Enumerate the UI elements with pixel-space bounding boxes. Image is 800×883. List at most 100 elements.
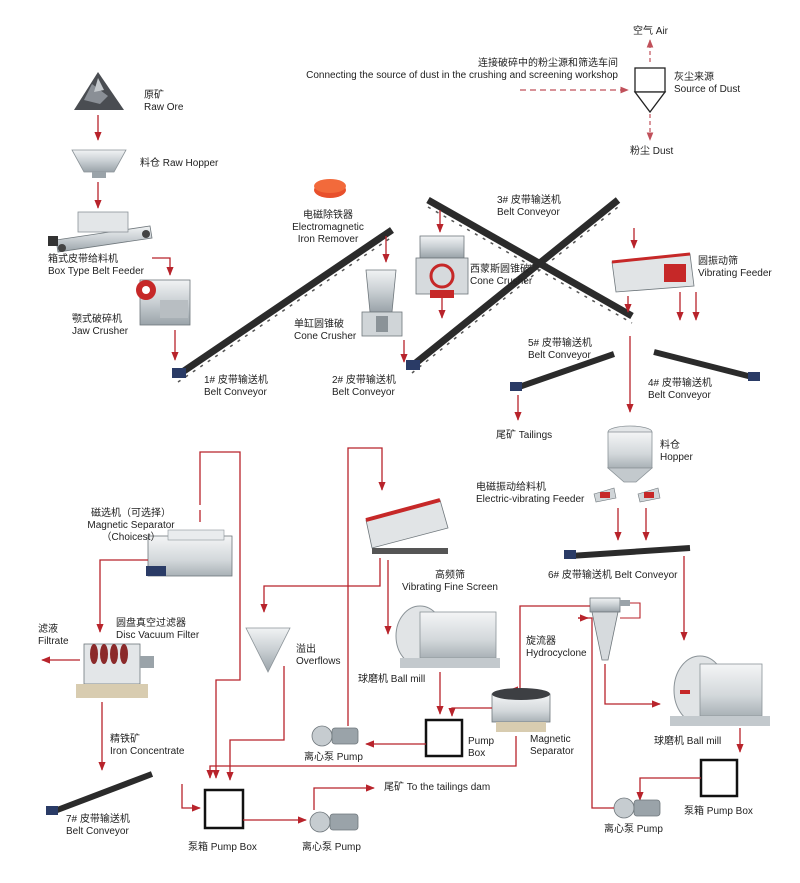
pump-box-small-2: Box: [468, 748, 486, 759]
cone-crusher-1-label: 单缸圆锥破 Cone Crusher: [294, 319, 356, 343]
cone-crusher-2-en: Cone Crusher: [470, 276, 533, 287]
filtrate-label: 滤液 Filtrate: [38, 624, 69, 648]
dust-source-label: 连接破碎中的粉尘源和筛选车间 Connecting the source of …: [300, 58, 618, 82]
conveyor-3-en: Belt Conveyor: [497, 207, 560, 218]
pump-2-icon: [309, 811, 359, 833]
hydrocyclone-label: 旋流器 Hydrocyclone: [526, 636, 587, 660]
raw-ore-en: Raw Ore: [144, 102, 184, 113]
dust-source-en: Connecting the source of dust in the cru…: [306, 70, 618, 81]
filtrate-en: Filtrate: [38, 636, 69, 647]
fine-screen-en: Vibrating Fine Screen: [402, 582, 498, 593]
source-of-dust-en: Source of Dust: [674, 84, 741, 95]
iron-remover-icon: [314, 179, 346, 198]
pump-1-icon: [311, 725, 359, 747]
magnetic-separator-1-note: （Choicest）: [101, 532, 161, 543]
hopper-label: 料仓 Hopper: [660, 440, 693, 464]
belt-conveyor-5: [510, 351, 615, 391]
box-feeder-cn: 箱式皮带给料机: [48, 254, 118, 265]
raw-ore-cn: 原矿: [144, 90, 164, 101]
hydrocyclone-cn: 旋流器: [526, 636, 556, 647]
ev-feeder-cn: 电磁振动给料机: [476, 482, 546, 493]
conveyor-7-label: 7# 皮带输送机 Belt Conveyor: [66, 814, 130, 838]
tailings-dam-label: 尾矿 To the tailings dam: [384, 782, 491, 793]
hopper-cn: 料仓: [660, 440, 680, 451]
conveyor-3-label: 3# 皮带输送机 Belt Conveyor: [497, 195, 561, 219]
pump-box-bottom-icon: [203, 788, 245, 830]
iron-remover-cn: 电磁除铁器: [303, 210, 353, 221]
source-of-dust-label: 灰尘来源 Source of Dust: [674, 72, 740, 96]
belt-conveyor-1: [172, 227, 394, 383]
iron-concentrate-en: Iron Concentrate: [110, 746, 185, 757]
ball-mill-2-label: 球磨机 Ball mill: [654, 736, 722, 747]
belt-conveyor-6: [564, 545, 691, 559]
filtrate-cn: 滤液: [38, 624, 58, 635]
vibrating-screen-en: Vibrating Feeder: [698, 268, 772, 279]
source-of-dust-cn: 灰尘来源: [674, 72, 714, 83]
pump-box-small-label: Pump Box: [468, 736, 494, 760]
cone-crusher-2-label: 西蒙斯圆锥破 Cone Crusher: [470, 264, 532, 288]
fine-hopper-icon: [606, 425, 654, 483]
belt-feeder-icon: [48, 211, 153, 253]
raw-ore-label: 原矿 Raw Ore: [144, 90, 183, 114]
magnetic-separator-1-cn: 磁选机（可选择）: [91, 508, 171, 519]
vibrating-screen-cn: 圆振动筛: [698, 256, 738, 267]
pump-box-right-label: 泵箱 Pump Box: [684, 806, 753, 817]
raw-ore-icon: [74, 72, 124, 110]
conveyor-4-cn: 4# 皮带输送机: [648, 378, 712, 389]
pump-3-label: 离心泵 Pump: [604, 824, 663, 835]
tailings-label: 尾矿 Tailings: [496, 430, 553, 441]
jaw-en: Jaw Crusher: [72, 326, 129, 337]
ev-feeder-icon: [593, 487, 661, 503]
pump-box-small-icon: [424, 718, 464, 758]
fine-screen-icon: [365, 498, 449, 554]
hydrocyclone-icon: [589, 597, 630, 661]
dust-label: 粉尘 Dust: [630, 146, 674, 157]
disc-filter-icon: [76, 643, 154, 698]
conveyor-1-label: 1# 皮带输送机 Belt Conveyor: [204, 375, 268, 399]
conveyor-5-label: 5# 皮带输送机 Belt Conveyor: [528, 338, 592, 362]
iron-concentrate-label: 精铁矿 Iron Concentrate: [110, 734, 185, 758]
hopper-icon: [71, 149, 127, 178]
iron-remover-en1: Electromagnetic: [292, 222, 364, 233]
conveyor-2-label: 2# 皮带输送机 Belt Conveyor: [332, 375, 396, 399]
disc-filter-label: 圆盘真空过滤器 Disc Vacuum Filter: [116, 618, 199, 642]
belt-conveyor-4: [653, 349, 760, 381]
overflows-cn: 溢出: [296, 644, 316, 655]
cone-crusher-1-cn: 单缸圆锥破: [294, 319, 344, 330]
conveyor-4-label: 4# 皮带输送机 Belt Conveyor: [648, 378, 712, 402]
belt-conveyor-7: [46, 771, 154, 815]
jaw-crusher-icon: [136, 279, 191, 326]
conveyor-7-en: Belt Conveyor: [66, 826, 129, 837]
vibrating-screen-label: 圆振动筛 Vibrating Feeder: [698, 256, 772, 280]
ev-feeder-en: Electric-vibrating Feeder: [476, 494, 585, 505]
conveyor-5-en: Belt Conveyor: [528, 350, 591, 361]
ball-mill-1-label: 球磨机 Ball mill: [358, 674, 426, 685]
magnetic-separator-1-en: Magnetic Separator: [87, 520, 175, 531]
overflow-cone-icon: [245, 627, 291, 673]
fine-screen-label: 高频筛 Vibrating Fine Screen: [396, 570, 504, 594]
magnetic-separator-2-label: Magnetic Separator: [530, 734, 574, 758]
disc-filter-en: Disc Vacuum Filter: [116, 630, 200, 641]
pump-1-label: 离心泵 Pump: [304, 752, 363, 763]
pump-box-icon: [699, 758, 739, 798]
pump-box-bottom-label: 泵箱 Pump Box: [188, 842, 257, 853]
belt-conveyor-3: [426, 196, 634, 324]
iron-remover-label: 电磁除铁器 Electromagnetic Iron Remover: [276, 210, 380, 246]
cone-crusher-1-en: Cone Crusher: [294, 331, 357, 342]
cone-crusher-2-cn: 西蒙斯圆锥破: [470, 264, 530, 275]
magnetic-separator-1-label: 磁选机（可选择） Magnetic Separator （Choicest）: [76, 508, 186, 544]
belt-conveyor-2: [406, 197, 621, 374]
jaw-crusher-label: 颚式破碎机 Jaw Crusher: [72, 314, 128, 338]
conveyor-3-cn: 3# 皮带输送机: [497, 195, 561, 206]
magnetic-separator-1-icon: [146, 529, 233, 577]
conveyor-1-en: Belt Conveyor: [204, 387, 267, 398]
box-feeder-en: Box Type Belt Feeder: [48, 266, 144, 277]
magnetic-separator-2-en2: Separator: [530, 746, 574, 757]
magnetic-separator-icon: [491, 688, 551, 732]
conveyor-2-cn: 2# 皮带输送机: [332, 375, 396, 386]
pump-2-label: 离心泵 Pump: [302, 842, 361, 853]
conveyor-7-cn: 7# 皮带输送机: [66, 814, 130, 825]
conveyor-6-label: 6# 皮带输送机 Belt Conveyor: [548, 570, 678, 581]
jaw-cn: 颚式破碎机: [72, 314, 122, 325]
